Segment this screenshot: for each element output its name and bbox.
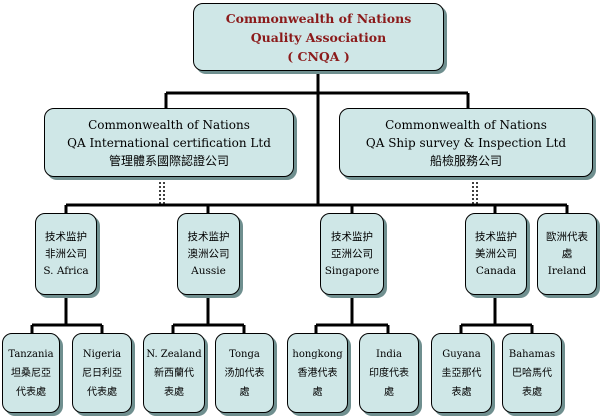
division-ship-survey-box: Commonwealth of Nations QA Ship survey &…: [339, 108, 593, 177]
region-line-1: 技术监护: [45, 230, 87, 243]
office-line-3: 代表處: [16, 386, 46, 398]
office-line-3: 表處: [522, 386, 542, 398]
office-line-2: 香港代表: [297, 367, 338, 379]
office-line-3: 表處: [451, 386, 472, 398]
region-line-1: 技术监护: [331, 230, 373, 243]
division-line-1: Commonwealth of Nations: [385, 117, 547, 132]
hq-line-3: ( CNQA ): [287, 48, 350, 64]
region-line-1: 技术监护: [187, 230, 230, 243]
region-canada-box: 技术监护 美洲公司 Canada: [465, 213, 527, 295]
office-bahamas-box: Bahamas 巴哈馬代 表處: [502, 333, 562, 413]
region-line-3: Canada: [475, 264, 517, 277]
hq-box: Commonwealth of Nations Quality Associat…: [193, 3, 444, 71]
office-new-zealand-box: N. Zealand 新西蘭代 表處: [143, 333, 205, 413]
office-tonga-box: Tonga 汤加代表 處: [215, 333, 274, 413]
office-line-3: 表處: [164, 386, 184, 398]
office-line-3: 處: [312, 386, 323, 398]
region-aussie-box: 技术监护 澳洲公司 Aussie: [177, 213, 240, 295]
office-line-2: 汤加代表: [224, 367, 265, 379]
office-line-3: 處: [384, 386, 394, 398]
region-line-2: 亞洲公司: [331, 247, 373, 260]
office-line-2: 圭亞那代: [441, 367, 482, 379]
office-line-1: hongkong: [292, 348, 343, 360]
region-africa-box: 技术监护 非洲公司 S. Africa: [35, 213, 97, 295]
office-line-1: Guyana: [442, 348, 481, 360]
office-india-box: India 印度代表 處: [359, 333, 419, 413]
office-line-2: 尼日利亞: [82, 367, 122, 379]
region-line-3: Singapore: [324, 264, 380, 277]
region-line-3: Ireland: [547, 264, 587, 277]
hq-line-2: Quality Association: [250, 29, 387, 45]
office-line-3: 處: [239, 386, 250, 398]
region-line-3: Aussie: [191, 264, 226, 277]
office-line-1: Bahamas: [508, 348, 556, 360]
office-line-2: 新西蘭代: [154, 367, 194, 379]
office-line-1: Tanzania: [8, 348, 54, 360]
division-line-3: 船檢服務公司: [429, 153, 502, 168]
office-line-1: Nigeria: [82, 348, 122, 360]
office-tanzania-box: Tanzania 坦桑尼亞 代表處: [2, 333, 60, 413]
office-line-1: India: [376, 348, 402, 360]
division-line-3: 管理體系國際認證公司: [108, 153, 229, 168]
region-line-1: 技术监护: [475, 230, 517, 243]
division-line-1: Commonwealth of Nations: [88, 117, 250, 132]
office-hongkong-box: hongkong 香港代表 處: [287, 333, 348, 413]
office-line-3: 代表處: [87, 386, 117, 398]
division-line-2: QA International certification Ltd: [67, 135, 271, 150]
region-line-1: 歐洲代表: [546, 230, 588, 243]
region-line-2: 非洲公司: [45, 247, 87, 260]
office-line-2: 印度代表: [369, 367, 409, 379]
region-line-2: 美洲公司: [475, 247, 517, 260]
region-line-3: S. Africa: [43, 264, 89, 277]
region-ireland-box: 歐洲代表 處 Ireland: [537, 213, 597, 295]
office-nigeria-box: Nigeria 尼日利亞 代表處: [72, 333, 132, 413]
division-certification-box: Commonwealth of Nations QA International…: [44, 108, 294, 177]
region-line-2: 處: [561, 247, 573, 260]
office-line-1: Tonga: [229, 348, 260, 360]
office-line-2: 巴哈馬代: [512, 367, 552, 379]
office-guyana-box: Guyana 圭亞那代 表處: [431, 333, 492, 413]
hq-line-1: Commonwealth of Nations: [225, 10, 412, 26]
region-line-2: 澳洲公司: [187, 247, 230, 260]
office-line-2: 坦桑尼亞: [11, 367, 51, 379]
region-asia-box: 技术监护 亞洲公司 Singapore: [320, 213, 384, 295]
office-line-1: N. Zealand: [146, 348, 202, 360]
division-line-2: QA Ship survey & Inspection Ltd: [365, 135, 567, 150]
